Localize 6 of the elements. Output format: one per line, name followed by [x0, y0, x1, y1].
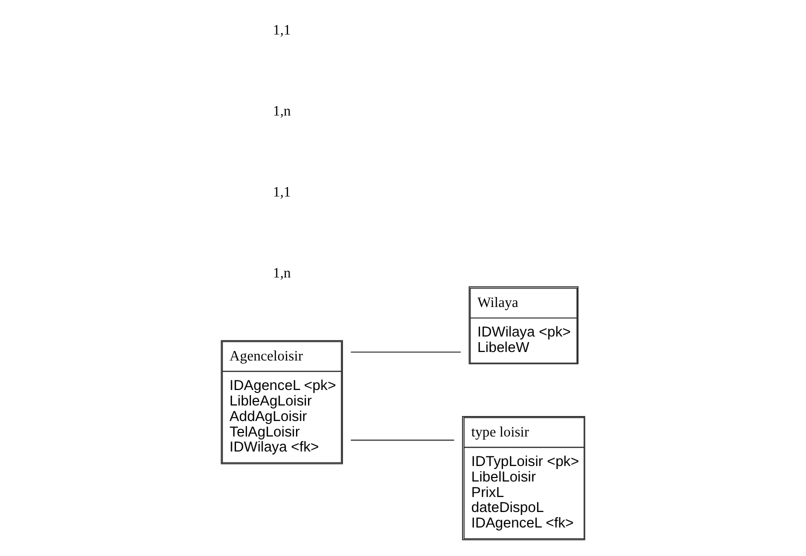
connector [350, 352, 461, 353]
label: 1,n [272, 104, 291, 120]
label: 1,n [272, 266, 291, 282]
label: 1,1 [272, 22, 291, 38]
connector [350, 440, 454, 441]
label: 1,1 [272, 184, 291, 201]
